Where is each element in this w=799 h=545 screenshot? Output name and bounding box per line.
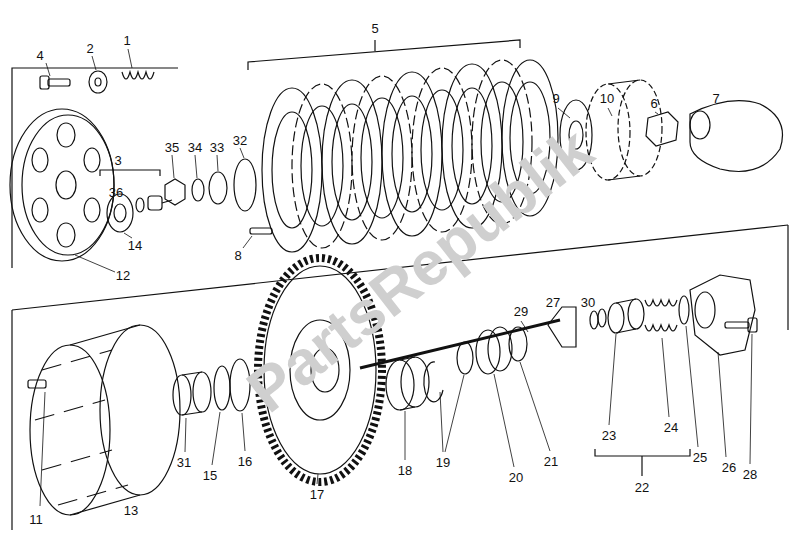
pin (250, 228, 272, 234)
pushrod-head (148, 196, 172, 210)
callout-number: 30 (581, 296, 595, 309)
disc (234, 159, 256, 211)
callout-number: 27 (546, 296, 560, 309)
callout-number: 1 (123, 34, 130, 47)
damper-block (646, 112, 678, 146)
washer (95, 78, 101, 86)
bracket (595, 449, 690, 456)
callout-number: 18 (398, 464, 412, 477)
callout-number: 19 (436, 456, 450, 469)
washer (457, 342, 473, 374)
slave-cylinder (690, 275, 755, 355)
callout-number: 24 (664, 421, 678, 434)
callout-number: 11 (29, 513, 43, 526)
pressure-plate (10, 109, 114, 261)
callout-number: 17 (310, 488, 324, 501)
callout-number: 31 (177, 456, 191, 469)
o-ring (598, 309, 606, 327)
callout-number: 10 (600, 92, 614, 105)
callout-number: 23 (602, 429, 616, 442)
callout-number: 9 (552, 92, 559, 105)
callout-number: 6 (650, 97, 657, 110)
callout-number: 29 (514, 305, 528, 318)
callout-number: 22 (635, 481, 649, 494)
callout-number: 8 (234, 249, 241, 262)
callout-number: 21 (544, 455, 558, 468)
callout-number: 34 (188, 141, 202, 154)
bracket (641, 456, 642, 476)
bushing (173, 372, 211, 415)
bolt (725, 318, 757, 332)
circlip (136, 198, 144, 212)
push-piston (548, 307, 576, 347)
frame-line (787, 225, 788, 330)
ring (214, 366, 230, 410)
callout-number: 3 (114, 154, 121, 167)
callout-number: 25 (693, 451, 707, 464)
o-ring (590, 311, 598, 329)
callout-number: 28 (743, 468, 757, 481)
hub-cone (690, 101, 783, 172)
frame-line (12, 68, 178, 268)
callout-number: 33 (210, 141, 224, 154)
callout-number: 5 (371, 22, 378, 35)
callout-number: 7 (712, 92, 719, 105)
callout-number: 2 (86, 42, 93, 55)
callout-number: 14 (128, 239, 142, 252)
bracket (100, 170, 160, 176)
bolt (40, 76, 70, 89)
seal (679, 296, 689, 324)
spring (645, 300, 677, 331)
clutch-basket (30, 325, 180, 515)
slave-piston (608, 299, 644, 333)
washer (509, 327, 527, 361)
bracket (374, 40, 375, 51)
callout-number: 35 (165, 141, 179, 154)
bearing (386, 357, 429, 410)
frame-line (11, 310, 12, 530)
callout-number: 20 (509, 471, 523, 484)
callout-number: 4 (36, 49, 43, 62)
washer (89, 71, 107, 93)
spring (122, 72, 154, 79)
callout-number: 26 (722, 461, 736, 474)
bearing (476, 327, 512, 374)
callout-number: 15 (203, 469, 217, 482)
bracket (248, 40, 520, 70)
callout-number: 13 (124, 504, 138, 517)
callout-number: 12 (116, 269, 130, 282)
washer (192, 179, 204, 201)
callout-number: 16 (238, 455, 252, 468)
ring (209, 172, 227, 204)
bolt (28, 380, 46, 388)
bearing (107, 194, 133, 232)
callout-number: 32 (233, 134, 247, 147)
callout-number: 36 (109, 186, 123, 199)
nut (165, 179, 185, 205)
